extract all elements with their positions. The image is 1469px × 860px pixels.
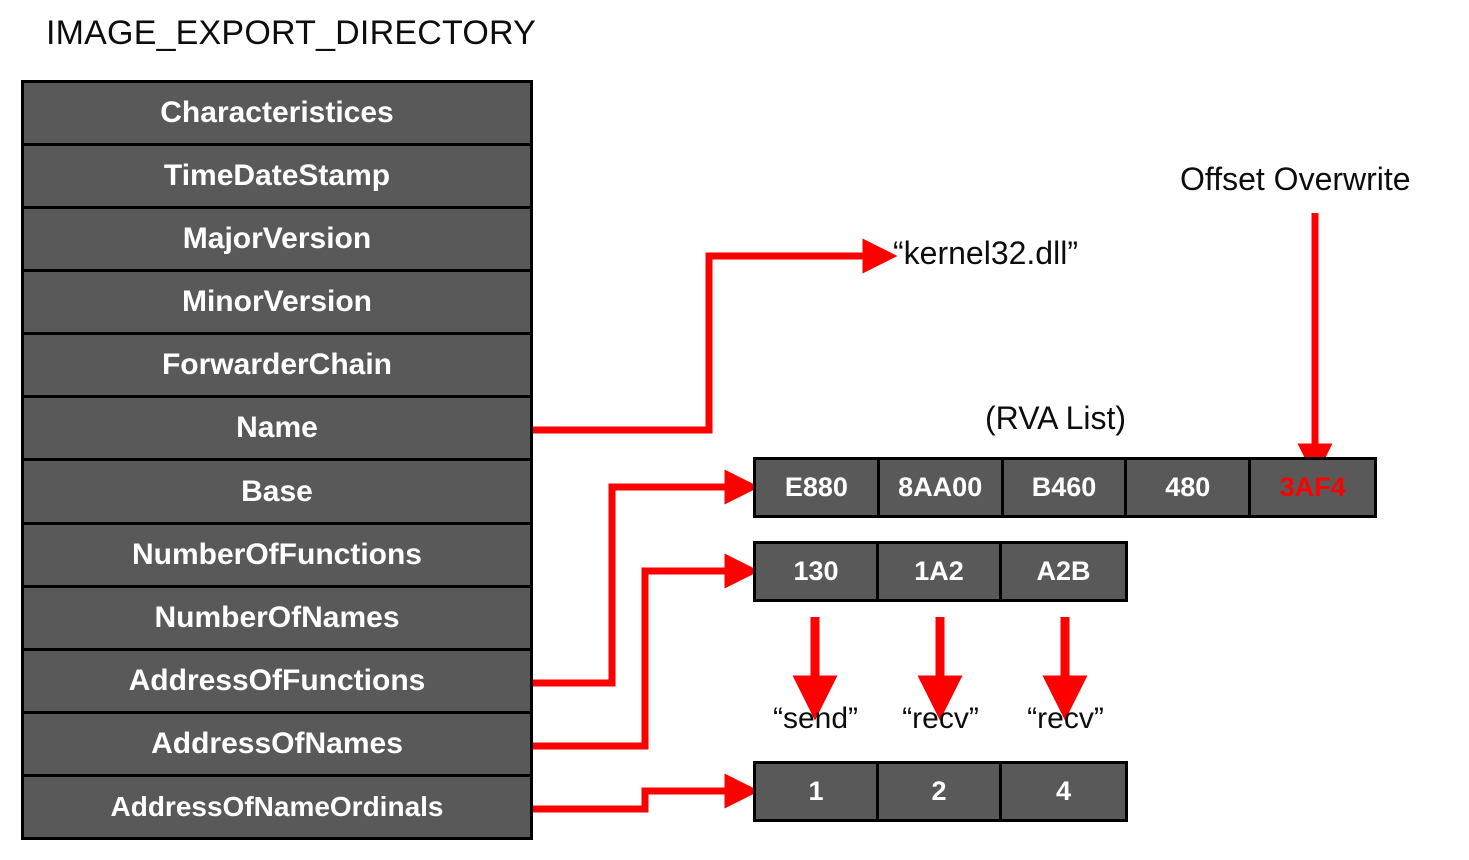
struct-field-addressofnameordinals: AddressOfNameOrdinals	[24, 776, 530, 837]
ordinal-cell: 4	[1002, 764, 1125, 819]
struct-field-name: Name	[24, 398, 530, 462]
struct-field-addressoffunctions: AddressOfFunctions	[24, 650, 530, 714]
connector-addressofnameordinals-to-ordinals	[533, 773, 760, 813]
struct-field-label: NumberOfFunctions	[132, 537, 422, 571]
function-name-label: “send”	[772, 702, 859, 735]
struct-field-label: AddressOfFunctions	[128, 663, 426, 697]
function-name-label: “recv”	[1027, 702, 1104, 735]
name-rva-cell: 1A2	[879, 544, 1003, 599]
page-title: IMAGE_EXPORT_DIRECTORY	[46, 14, 536, 52]
struct-field-label: AddressOfNameOrdinals	[110, 790, 444, 822]
struct-field-label: Base	[241, 474, 313, 508]
connector-addressoffunctions-to-rva	[533, 469, 760, 687]
address-of-name-ordinals-row: 1 2 4	[753, 761, 1128, 822]
struct-field-label: MajorVersion	[182, 222, 372, 256]
ordinal-cell: 2	[879, 764, 1003, 819]
rva-cell: 480	[1127, 460, 1252, 515]
struct-field-numberoffunctions: NumberOfFunctions	[24, 524, 530, 588]
offset-overwrite-label: Offset Overwrite	[1180, 161, 1411, 197]
struct-field-label: MinorVersion	[181, 285, 373, 319]
name-rva-cell: 130	[756, 544, 880, 599]
struct-field-base: Base	[24, 461, 530, 525]
rva-cell-overwritten: 3AF4	[1251, 460, 1374, 515]
struct-field-characteristices: Characteristices	[24, 83, 530, 147]
struct-field-forwarderchain: ForwarderChain	[24, 335, 530, 399]
function-name-label: “recv”	[902, 702, 979, 735]
ordinal-cell: 1	[756, 764, 880, 819]
kernel32-dll-label: “kernel32.dll”	[893, 235, 1078, 271]
rva-cell: E880	[756, 460, 880, 515]
struct-field-label: AddressOfNames	[151, 726, 403, 760]
rva-cell: B460	[1003, 460, 1128, 515]
rva-list-label: (RVA List)	[985, 400, 1127, 436]
connector-name-to-kernel32	[533, 238, 898, 434]
struct-field-label: NumberOfNames	[154, 600, 400, 634]
struct-field-timedatestamp: TimeDateStamp	[24, 146, 530, 210]
name-rva-cell: A2B	[1002, 544, 1125, 599]
struct-field-minorversion: MinorVersion	[24, 272, 530, 336]
struct-field-numberofnames: NumberOfNames	[24, 587, 530, 651]
rva-cell: 8AA00	[879, 460, 1004, 515]
struct-field-label: Characteristices	[160, 96, 394, 130]
struct-field-majorversion: MajorVersion	[24, 209, 530, 273]
struct-field-label: Name	[236, 411, 318, 445]
address-of-names-rva-row: 130 1A2 A2B	[753, 541, 1128, 602]
struct-field-label: TimeDateStamp	[163, 159, 391, 193]
image-export-directory-table: Characteristices TimeDateStamp MajorVers…	[21, 80, 533, 840]
address-of-functions-rva-row: E880 8AA00 B460 480 3AF4	[753, 457, 1377, 518]
connector-addressofnames-to-names	[533, 553, 760, 750]
struct-field-addressofnames: AddressOfNames	[24, 713, 530, 777]
struct-field-label: ForwarderChain	[161, 348, 393, 382]
